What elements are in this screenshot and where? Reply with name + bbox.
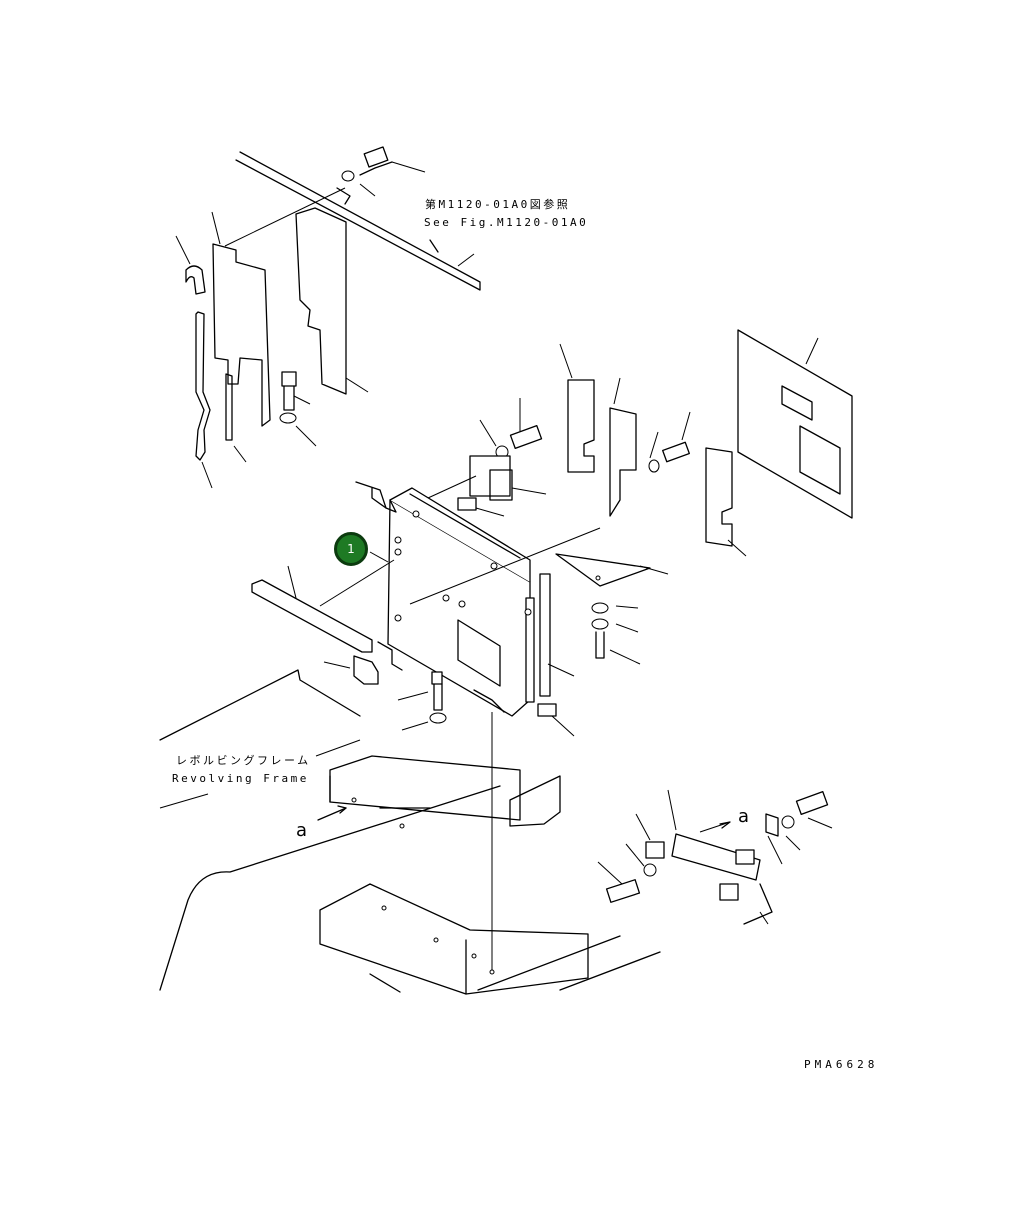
revolving-frame [159, 669, 661, 995]
right-side-plates [479, 329, 853, 557]
controller-box [287, 455, 601, 717]
top-rail-group [224, 146, 481, 291]
box-mounting-hardware [251, 553, 669, 972]
upper-left-brackets [175, 207, 369, 489]
callout-part-1[interactable]: 1 [334, 532, 368, 566]
reference-note-japanese: 第M1120-01A0図参照 [425, 198, 571, 211]
detail-view-a [597, 789, 833, 925]
reference-note-english: See Fig.M1120-01A0 [424, 216, 589, 229]
view-letter-right: a [738, 806, 750, 827]
frame-label-japanese: レボルビングフレーム [176, 754, 311, 767]
frame-label-english: Revolving Frame [172, 772, 309, 785]
view-letter-left: a [296, 820, 308, 841]
figure-code: PMA6628 [804, 1058, 879, 1071]
